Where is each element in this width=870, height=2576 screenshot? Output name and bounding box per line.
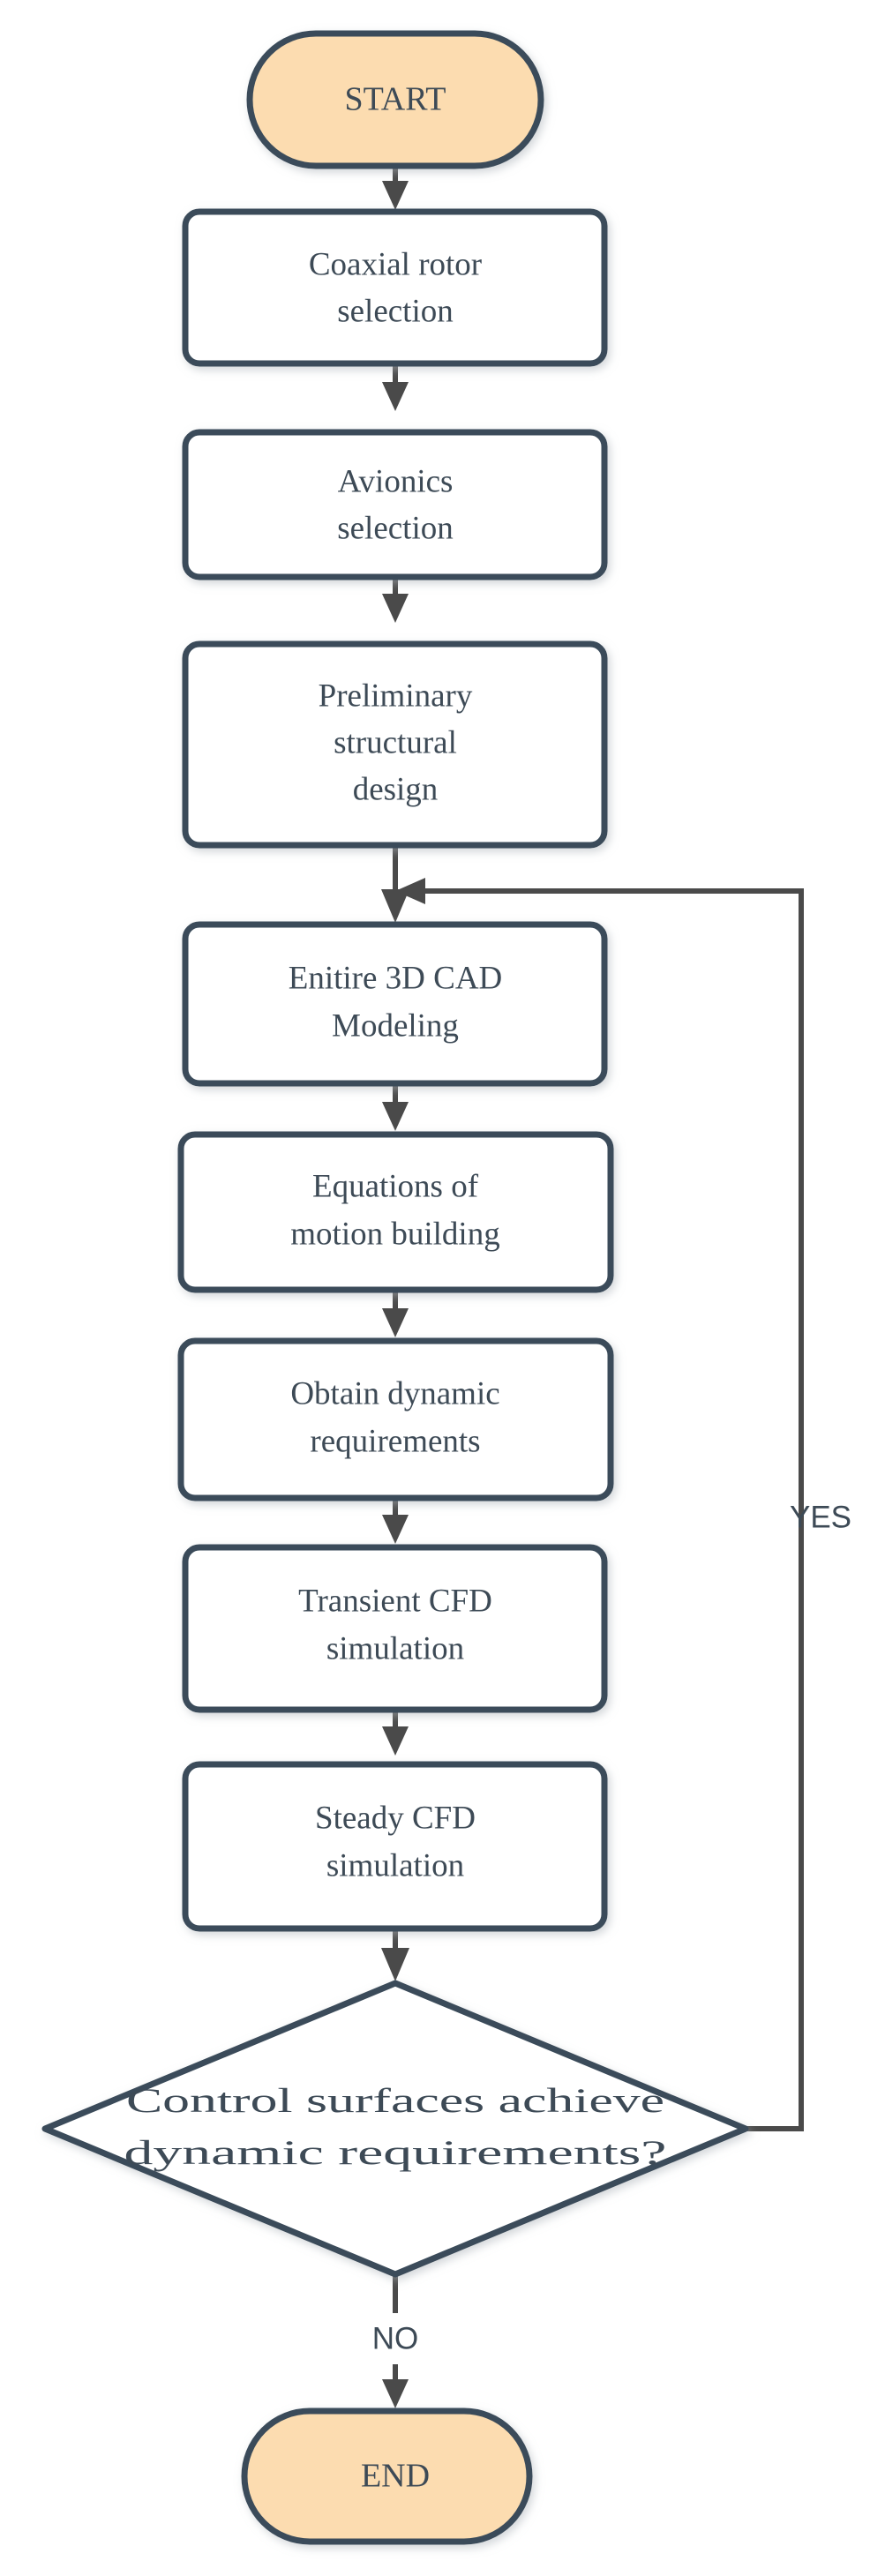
edge-avionics-to-structural bbox=[382, 577, 409, 623]
edge-label-yes: YES bbox=[790, 1500, 851, 1534]
edge-cad-to-eom bbox=[382, 1083, 409, 1131]
node-coaxial-rotor-selection[interactable]: Coaxial rotor selection bbox=[182, 208, 608, 367]
edge-eom-to-dynreq bbox=[382, 1290, 409, 1337]
node-decision-control-surfaces[interactable]: Control surfaces achieve dynamic require… bbox=[41, 1980, 749, 2278]
node-steady-cfd-simulation[interactable]: Steady CFD simulation bbox=[182, 1761, 608, 1932]
node-structural-label-line2: structural bbox=[334, 724, 457, 760]
node-avionics-label-line2: selection bbox=[337, 510, 454, 546]
edge-transient-to-steady bbox=[382, 1710, 409, 1756]
node-rotor-label-line1: Coaxial rotor bbox=[309, 246, 482, 282]
node-steady-label-line1: Steady CFD bbox=[315, 1800, 476, 1836]
node-avionics-selection[interactable]: Avionics selection bbox=[182, 429, 608, 580]
edge-steady-to-decision bbox=[381, 1928, 409, 1981]
node-cad-label-line1: Enitire 3D CAD bbox=[289, 960, 503, 996]
node-structural-label-line1: Preliminary bbox=[319, 678, 473, 714]
node-decision-label-line1: Control surfaces achieve bbox=[126, 2082, 664, 2120]
node-eom-label-line2: motion building bbox=[290, 1216, 499, 1252]
node-dynreq-label-line1: Obtain dynamic bbox=[290, 1375, 499, 1412]
node-rotor-shape[interactable] bbox=[182, 208, 608, 367]
node-transient-shape[interactable] bbox=[182, 1544, 608, 1713]
node-eom-shape[interactable] bbox=[177, 1131, 614, 1293]
node-steady-label-line2: simulation bbox=[326, 1847, 464, 1883]
node-end-label: END bbox=[361, 2458, 430, 2495]
node-rotor-label-line2: selection bbox=[337, 293, 454, 329]
edge-rotor-to-avionics bbox=[382, 363, 409, 411]
node-avionics-shape[interactable] bbox=[182, 429, 608, 580]
node-cad-label-line2: Modeling bbox=[332, 1007, 459, 1044]
node-transient-label-line2: simulation bbox=[326, 1630, 464, 1666]
node-start-label: START bbox=[344, 81, 446, 118]
node-entire-3d-cad-modeling[interactable]: Enitire 3D CAD Modeling bbox=[182, 921, 608, 1087]
node-dynreq-shape[interactable] bbox=[177, 1337, 614, 1501]
node-preliminary-structural-design[interactable]: Preliminary structural design bbox=[182, 640, 608, 849]
node-cad-shape[interactable] bbox=[182, 921, 608, 1087]
node-start[interactable]: START bbox=[246, 30, 544, 169]
node-end-shape[interactable] bbox=[241, 2408, 533, 2545]
edge-start-to-rotor bbox=[382, 166, 409, 210]
node-start-shape[interactable] bbox=[246, 30, 544, 169]
node-eom-label-line1: Equations of bbox=[312, 1168, 479, 1204]
node-obtain-dynamic-requirements[interactable]: Obtain dynamic requirements bbox=[177, 1337, 614, 1501]
node-decision-shape[interactable] bbox=[41, 1980, 749, 2278]
node-structural-label-line3: design bbox=[353, 771, 439, 807]
edge-decision-yes-loop bbox=[395, 878, 804, 2131]
node-steady-shape[interactable] bbox=[182, 1761, 608, 1932]
node-end[interactable]: END bbox=[241, 2408, 533, 2545]
edge-decision-no bbox=[382, 2276, 409, 2408]
edge-layer bbox=[381, 166, 804, 2408]
node-transient-cfd-simulation[interactable]: Transient CFD simulation bbox=[182, 1544, 608, 1713]
edge-label-no: NO bbox=[372, 2321, 419, 2355]
node-avionics-label-line1: Avionics bbox=[338, 463, 454, 499]
edge-dynreq-to-transient bbox=[382, 1498, 409, 1544]
node-equations-of-motion-building[interactable]: Equations of motion building bbox=[177, 1131, 614, 1293]
node-structural-shape[interactable] bbox=[182, 640, 608, 849]
node-dynreq-label-line2: requirements bbox=[310, 1423, 480, 1459]
node-decision-label-line2: dynamic requirements? bbox=[124, 2134, 667, 2172]
node-transient-label-line1: Transient CFD bbox=[298, 1583, 492, 1619]
